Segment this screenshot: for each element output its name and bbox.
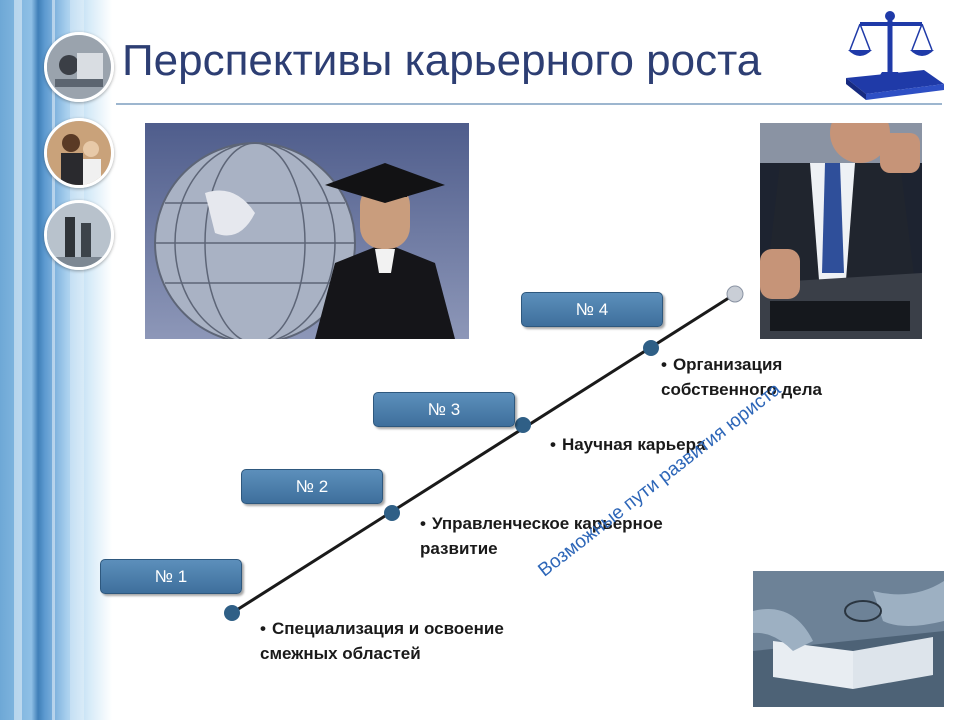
office-equipment-thumbnail [44,32,114,102]
business-people-thumbnail [44,118,114,188]
title-divider [116,103,942,105]
path-end-node [726,285,744,303]
bullet-marker: • [260,619,266,638]
step-1-box: № 1 [100,559,242,594]
step-3-line1: Научная карьера [561,435,706,454]
step-2-description: • Управленческое карьерное развитие [420,511,663,561]
page-title: Перспективы карьерного роста [122,36,762,85]
step-3-box: № 3 [373,392,515,427]
path-node-1 [224,605,240,621]
step-4-line2: собственного дела [661,380,822,399]
step-3-description: • Научная карьера [550,432,705,457]
businessman-laptop-photo [760,123,922,339]
path-node-4 [643,340,659,356]
path-node-2 [384,505,400,521]
graduate-globe-photo [145,123,469,339]
path-node-3 [515,417,531,433]
step-1-line2: смежных областей [260,644,421,663]
step-4-line1: Организация [672,355,783,374]
step-2-line2: развитие [420,539,498,558]
bullet-marker: • [661,355,667,374]
step-1-description: • Специализация и освоение смежных област… [260,616,504,666]
step-2-box: № 2 [241,469,383,504]
step-1-line1: Специализация и освоение [271,619,504,638]
bullet-marker: • [550,435,556,454]
step-4-box: № 4 [521,292,663,327]
walking-people-thumbnail [44,200,114,270]
scales-of-justice-icon [838,6,948,102]
reading-book-photo [753,571,944,707]
step-4-description: • Организация собственного дела [661,352,822,402]
bullet-marker: • [420,514,426,533]
step-2-line1: Управленческое карьерное [431,514,663,533]
